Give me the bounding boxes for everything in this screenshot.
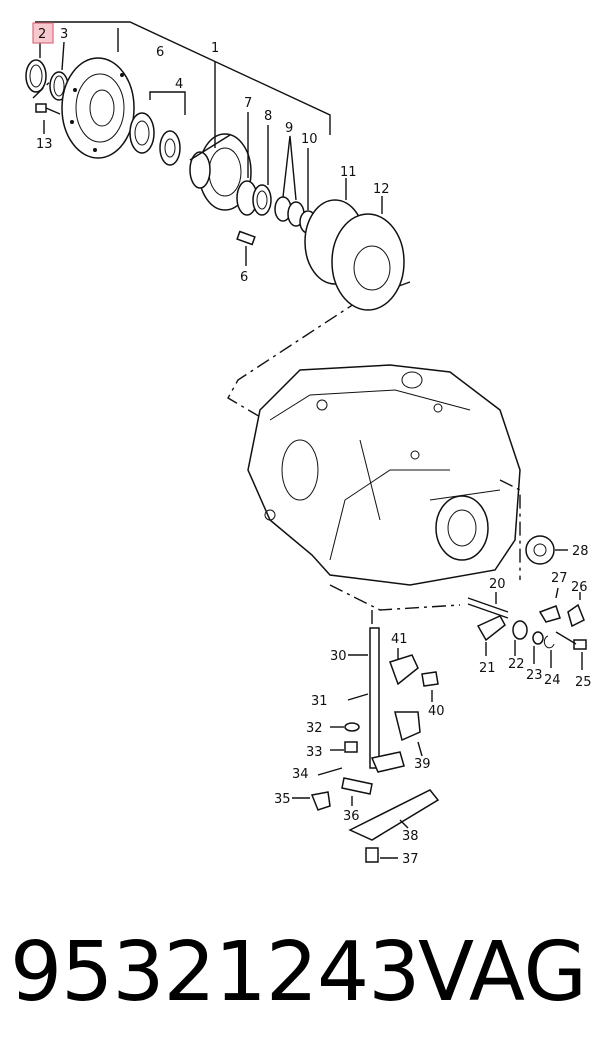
highlight-box [32, 22, 54, 44]
footer: 95321243 VAG [0, 918, 600, 1028]
callout-35: 35 [274, 792, 291, 807]
callout-26: 26 [571, 580, 588, 595]
part-12-cover-plate [331, 196, 405, 311]
callout-30: 30 [330, 649, 347, 664]
callout-4: 4 [175, 77, 183, 92]
callout-2: 2 [38, 27, 46, 42]
callout-41: 41 [391, 632, 408, 647]
callout-labels: 2 3 6 1 4 7 8 9 10 13 11 12 6 28 27 26 2… [36, 27, 592, 867]
callout-9: 9 [285, 121, 293, 136]
callout-6-bottom: 6 [240, 270, 248, 285]
shift-shaft-assembly [292, 627, 440, 863]
brand-name: VAG [418, 925, 588, 1020]
callout-21: 21 [479, 661, 496, 676]
part-13-bolt [35, 103, 61, 134]
callout-8: 8 [264, 109, 272, 124]
callout-10: 10 [301, 132, 318, 147]
parts-7-10-rings [236, 112, 317, 234]
callout-7: 7 [244, 96, 252, 111]
callout-22: 22 [508, 657, 525, 672]
callout-11: 11 [340, 165, 357, 180]
callout-38: 38 [402, 829, 419, 844]
callout-1: 1 [211, 41, 219, 56]
callout-36: 36 [343, 809, 360, 824]
callout-12: 12 [373, 182, 390, 197]
transmission-housing [247, 364, 521, 586]
part-2-seal [25, 40, 47, 93]
callout-39: 39 [414, 757, 431, 772]
part-4-gears [129, 91, 186, 166]
callout-25: 25 [575, 675, 592, 690]
callout-27: 27 [551, 571, 568, 586]
callout-3: 3 [60, 27, 68, 42]
callout-13: 13 [36, 137, 53, 152]
part-6-bolt [236, 230, 256, 266]
pump-housing [61, 57, 135, 159]
housing-dash-lines [329, 479, 521, 640]
callout-37: 37 [402, 852, 419, 867]
part-28-sprocket [525, 535, 568, 565]
parts-20-27 [467, 587, 587, 670]
callout-34: 34 [292, 767, 309, 782]
callout-6-top: 6 [156, 45, 164, 60]
callout-40: 40 [428, 704, 445, 719]
callout-28: 28 [572, 544, 589, 559]
callout-24: 24 [544, 673, 561, 688]
callout-32: 32 [306, 721, 323, 736]
callout-33: 33 [306, 745, 323, 760]
callout-23: 23 [526, 668, 543, 683]
exploded-parts-diagram: 2 3 6 1 4 7 8 9 10 13 11 12 6 28 27 26 2… [25, 21, 592, 867]
callout-31: 31 [311, 694, 328, 709]
callout-20: 20 [489, 577, 506, 592]
part-number: 95321243 [10, 925, 420, 1020]
